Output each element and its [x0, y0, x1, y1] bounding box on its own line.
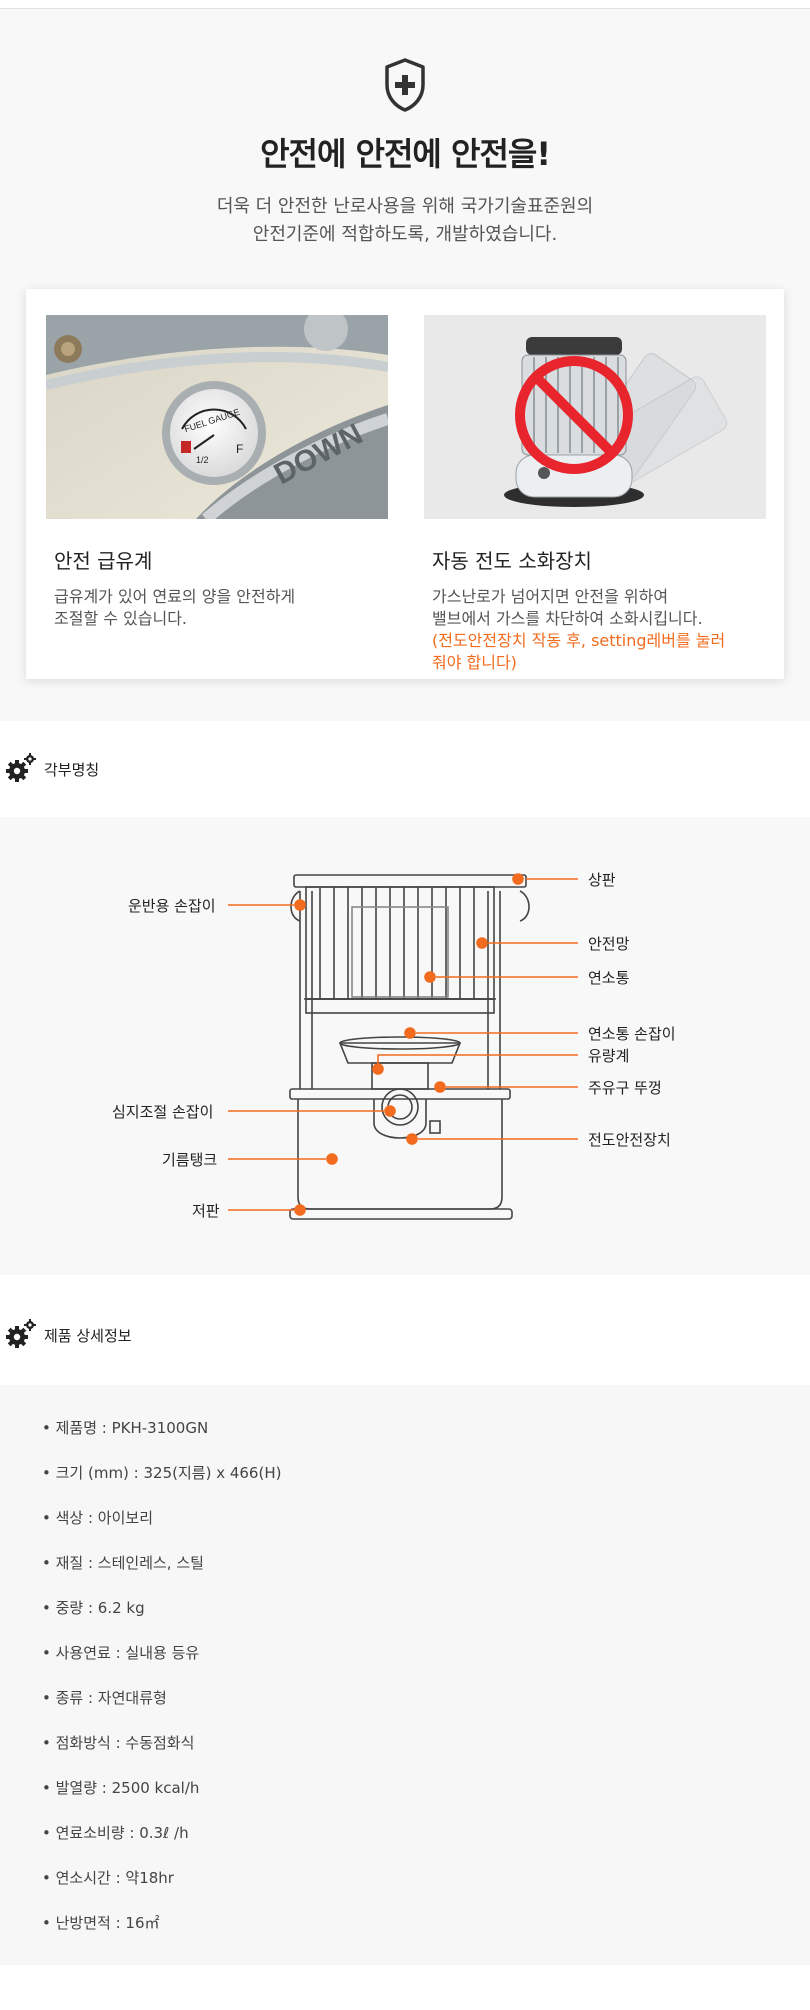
feature-fuel-gauge: DOWN FUEL GAUGE 1/2 F 안전 급유계 급유계가 있어 연료의…	[46, 315, 388, 630]
label-fuel-meter: 유량계	[588, 1047, 630, 1065]
label-fuel-cap: 주유구 뚜껑	[588, 1079, 662, 1097]
safety-title: 안전에 안전에 안전을!	[260, 135, 551, 173]
label-carry-handle: 운반용 손잡이	[128, 897, 216, 915]
feature-desc-line2: 밸브에서 가스를 차단하여 소화시킵니다.	[432, 609, 703, 628]
top-divider	[0, 0, 810, 9]
spec-item: • 재질 : 스테인레스, 스틸	[42, 1554, 204, 1572]
heater-diagram	[228, 873, 578, 1220]
label-oil-tank: 기름탱크	[162, 1151, 218, 1169]
spec-item: • 제품명 : PKH-3100GN	[42, 1419, 209, 1437]
spec-item: • 크기 (mm) : 325(지름) x 466(H)	[42, 1464, 282, 1482]
spec-item: • 종류 : 자연대류형	[42, 1689, 167, 1707]
spec-item: • 연소시간 : 약18hr	[42, 1869, 174, 1887]
fuel-gauge-photo: DOWN FUEL GAUGE 1/2 F	[46, 315, 388, 519]
feature-desc: 가스난로가 넘어지면 안전을 위하여 밸브에서 가스를 차단하여 소화시킵니다.	[432, 586, 766, 630]
gauge-full-label: F	[236, 442, 243, 456]
feature-tip-over-shutoff: 자동 전도 소화장치 가스난로가 넘어지면 안전을 위하여 밸브에서 가스를 차…	[424, 315, 766, 674]
parts-section-header: 각부명칭	[0, 721, 810, 817]
label-top-plate: 상판	[588, 871, 616, 889]
safety-section: 안전에 안전에 안전을! 더욱 더 안전한 난로사용을 위해 국가기술표준원의 …	[0, 9, 810, 721]
feature-note: (전도안전장치 작동 후, setting레버를 눌러 줘야 합니다)	[432, 630, 766, 674]
label-wick-knob: 심지조절 손잡이	[112, 1103, 214, 1121]
feature-desc-line2: 조절할 수 있습니다.	[54, 609, 188, 628]
safety-features-card: DOWN FUEL GAUGE 1/2 F 안전 급유계 급유계가 있어 연료의…	[26, 289, 784, 679]
safety-subtitle: 더욱 더 안전한 난로사용을 위해 국가기술표준원의 안전기준에 적합하도록, …	[0, 193, 810, 249]
gears-icon	[6, 1319, 36, 1348]
label-safety-guard: 안전망	[588, 935, 630, 953]
spec-item: • 점화방식 : 수동점화식	[42, 1734, 195, 1752]
spec-item: • 발열량 : 2500 kcal/h	[42, 1779, 200, 1797]
parts-diagram: 운반용 손잡이 심지조절 손잡이 기름탱크 저판 상판 안전망 연소통 연소통 …	[0, 817, 810, 1275]
feature-desc: 급유계가 있어 연료의 양을 안전하게 조절할 수 있습니다.	[54, 586, 388, 630]
gears-icon	[6, 753, 36, 782]
callout-lines	[228, 873, 578, 1216]
feature-title: 자동 전도 소화장치	[432, 549, 592, 573]
safety-subtitle-line1: 더욱 더 안전한 난로사용을 위해 국가기술표준원의	[216, 196, 594, 217]
spec-item: • 연료소비량 : 0.3ℓ /h	[42, 1824, 189, 1842]
feature-note-line2: 줘야 합니다)	[432, 653, 517, 672]
label-cylinder-handle: 연소통 손잡이	[588, 1025, 676, 1043]
tip-over-photo	[424, 315, 766, 519]
spec-item: • 색상 : 아이보리	[42, 1509, 154, 1527]
label-base-plate: 저판	[192, 1202, 220, 1220]
shield-plus-icon	[385, 58, 425, 112]
gauge-half-label: 1/2	[196, 455, 209, 465]
feature-desc-line1: 급유계가 있어 연료의 양을 안전하게	[54, 587, 296, 606]
parts-section-title: 각부명칭	[44, 761, 100, 779]
product-specs: • 제품명 : PKH-3100GN • 크기 (mm) : 325(지름) x…	[0, 1385, 810, 1965]
specs-section-title: 제품 상세정보	[44, 1327, 132, 1345]
spec-item: • 사용연료 : 실내용 등유	[42, 1644, 200, 1662]
label-combustion-cylinder: 연소통	[588, 969, 630, 987]
label-tip-over-device: 전도안전장치	[588, 1131, 671, 1149]
safety-subtitle-line2: 안전기준에 적합하도록, 개발하였습니다.	[252, 224, 558, 245]
specs-section-header: 제품 상세정보	[0, 1275, 810, 1385]
feature-desc-line1: 가스난로가 넘어지면 안전을 위하여	[432, 587, 669, 606]
spec-item: • 난방면적 : 16㎡	[42, 1914, 160, 1932]
feature-title: 안전 급유계	[54, 549, 153, 573]
feature-note-line1: (전도안전장치 작동 후, setting레버를 눌러	[432, 631, 726, 650]
spec-item: • 중량 : 6.2 kg	[42, 1599, 145, 1617]
